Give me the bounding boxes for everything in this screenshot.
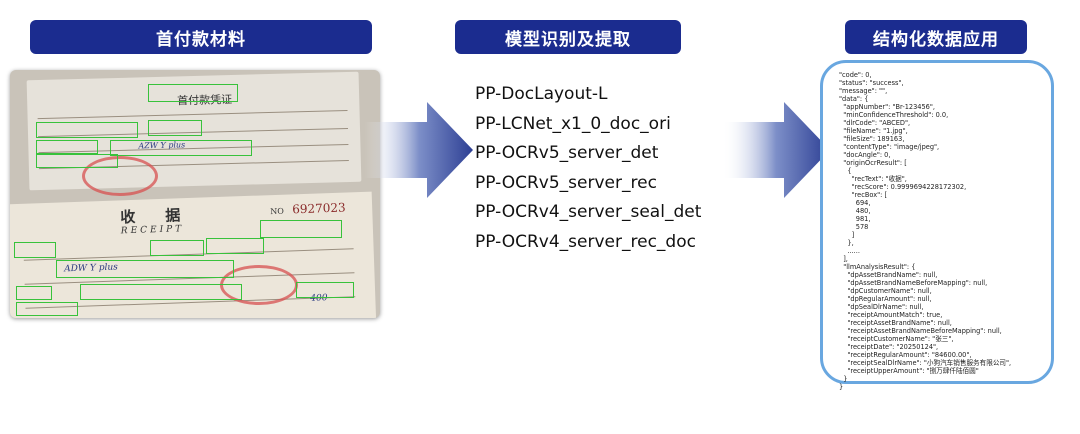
json-line: "dlrCode": "ABCED", [839, 119, 911, 127]
json-line: "contentType": "image/jpeg", [839, 143, 940, 151]
receipt-subtitle: RECEIPT [120, 224, 185, 237]
json-line: "recScore": 0.9999694228172302, [839, 183, 967, 191]
json-line: } [839, 375, 848, 383]
detect-box [296, 282, 354, 298]
json-line: "dpAssetBrandName": null, [839, 271, 938, 279]
receipt-number-label: NO [270, 206, 284, 217]
model-list: PP-DocLayout-L PP-LCNet_x1_0_doc_ori PP-… [475, 80, 701, 258]
json-line: 578 [839, 223, 869, 231]
json-line: "receiptAssetBrandName": null, [839, 319, 952, 327]
json-line: 694, [839, 199, 871, 207]
detect-box [56, 260, 234, 278]
json-line: "code": 0, [839, 71, 872, 79]
json-line: "receiptDate": "20250124", [839, 343, 939, 351]
document-photo: 首付款凭证 AZW Y plus 收 据 RECEIPT NO 6927023 … [10, 70, 380, 318]
detect-box [36, 122, 138, 138]
json-line: "receiptSealDlrName": "小狗汽车销售服务有限公司", [839, 359, 1012, 367]
model-item: PP-OCRv5_server_rec [475, 172, 657, 193]
detect-box [148, 84, 238, 102]
json-line: "docAngle": 0, [839, 151, 891, 159]
json-line: "receiptAmountMatch": true, [839, 311, 943, 319]
flow-arrow-2 [722, 102, 830, 198]
json-line: 480, [839, 207, 871, 215]
voucher-seal [82, 156, 158, 196]
detect-box [36, 154, 118, 168]
json-line: "appNumber": "Br-123456", [839, 103, 935, 111]
json-line: "fileSize": 189163, [839, 135, 905, 143]
model-item: PP-DocLayout-L [475, 84, 608, 104]
model-item: PP-OCRv5_server_det [475, 143, 659, 164]
json-line: "llmAnalysisResult": { [839, 263, 916, 271]
json-line: "dpCustomerName": null, [839, 287, 932, 295]
json-line: 981, [839, 215, 871, 223]
json-line: "message": "", [839, 87, 888, 95]
json-line: }, [839, 239, 854, 247]
json-line: "dpAssetBrandNameBeforeMapping": null, [839, 279, 988, 287]
json-line: "receiptCustomerName": "张三", [839, 335, 954, 343]
detect-box [80, 284, 242, 300]
json-line: ...... [839, 247, 860, 255]
json-output: "code": 0,"status": "success","message":… [839, 71, 1011, 391]
model-item: PP-OCRv4_server_seal_det [475, 202, 702, 223]
json-line: ], [839, 255, 848, 263]
json-line: "receiptAssetBrandNameBeforeMapping": nu… [839, 327, 1002, 335]
detect-box [148, 120, 202, 136]
json-line: ] [839, 231, 855, 239]
header-structured-data: 结构化数据应用 [845, 20, 1027, 54]
detect-box [206, 238, 264, 254]
flow-arrow-1 [365, 102, 473, 198]
json-line: { [839, 167, 852, 175]
json-line: "recBox": [ [839, 191, 888, 199]
detect-box [16, 302, 78, 316]
detect-box [36, 140, 98, 154]
json-line: "dpRegularAmount": null, [839, 295, 932, 303]
model-item: PP-LCNet_x1_0_doc_ori [475, 113, 671, 134]
json-line: "data": { [839, 95, 869, 103]
json-line: "recText": "收据", [839, 175, 907, 183]
detect-box [110, 140, 252, 156]
detect-box [260, 220, 342, 238]
detect-box [150, 240, 204, 256]
json-output-frame: "code": 0,"status": "success","message":… [820, 60, 1054, 391]
json-line: } [839, 383, 844, 391]
json-line: "receiptUpperAmount": "捌万肆仟陆佰圆" [839, 367, 979, 375]
json-line: "status": "success", [839, 79, 904, 87]
json-line: "minConfidenceThreshold": 0.0, [839, 111, 949, 119]
header-model-extraction: 模型识别及提取 [455, 20, 681, 54]
detect-box [16, 286, 52, 300]
model-item: PP-OCRv4_server_rec_doc [475, 231, 696, 252]
json-line: "fileName": "1.jpg", [839, 127, 908, 135]
detect-box [14, 242, 56, 258]
json-line: "dpSealDlrName": null, [839, 303, 924, 311]
json-line: "receiptRegularAmount": "84600.00", [839, 351, 972, 359]
header-input-materials: 首付款材料 [30, 20, 372, 54]
json-line: "originOcrResult": [ [839, 159, 907, 167]
receipt-number: 6927023 [291, 200, 346, 217]
